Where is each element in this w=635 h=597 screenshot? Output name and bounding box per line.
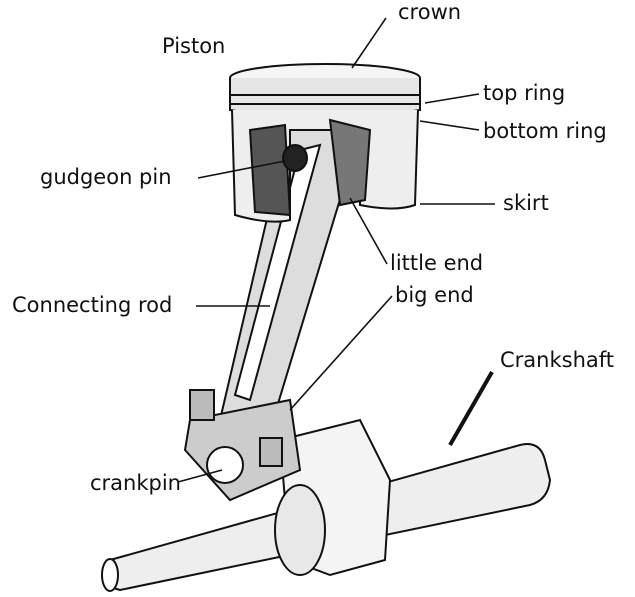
label-big-end: big end [395,283,474,307]
label-piston: Piston [162,34,226,58]
label-bottom-ring: bottom ring [483,119,607,143]
crankshaft-drawing [101,418,552,592]
label-connecting-rod: Connecting rod [12,293,173,317]
label-skirt: skirt [503,191,549,215]
label-little-end: little end [390,251,484,275]
connecting-rod-drawing [183,108,357,502]
label-crown: crown [398,0,462,24]
label-gudgeon-pin: gudgeon pin [40,165,172,189]
label-crankpin: crankpin [90,471,181,495]
label-crankshaft: Crankshaft [500,348,615,372]
piston-drawing [229,63,421,223]
leader-lines [177,17,495,483]
label-top-ring: top ring [483,81,566,105]
